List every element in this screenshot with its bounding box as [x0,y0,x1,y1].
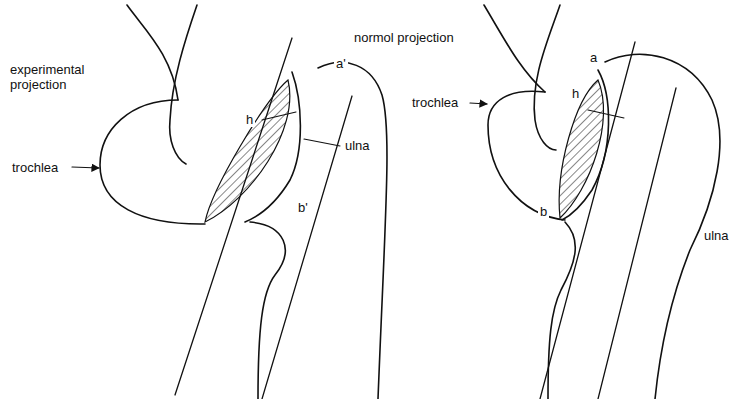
height-label: h [570,86,581,101]
ulna-outline [548,222,575,399]
part-label: ulna [343,138,372,153]
point-label: b' [296,200,310,215]
projection-line [175,38,292,395]
height-label: h [244,112,255,127]
point-label: b [538,204,549,219]
humerus-outline [484,5,545,92]
height-line [588,110,624,118]
ulna-notch [562,70,609,220]
humerus-outline [127,5,178,100]
trochlea-outline [100,100,205,224]
ulna-outline [605,54,720,399]
ulna-outline [250,222,285,399]
ulna-outline [318,62,387,399]
humerus-outline [170,5,197,164]
point-label: a' [334,56,348,71]
projection-line [540,42,635,399]
hatched-overlap [205,80,290,222]
part-label: ulna [702,228,731,243]
projection-line [598,88,676,399]
height-line [262,112,296,120]
trochlea-outline [488,91,565,220]
title-label: normol projection [352,30,456,45]
leader-arrow [72,167,99,168]
part-label: trochlea [410,95,460,110]
ulna-notch [245,72,300,222]
leader-line [304,139,340,146]
title-label: experimental projection [8,62,104,92]
leader-arrow [470,103,487,104]
hatched-overlap [559,80,603,218]
humerus-outline [534,5,560,150]
part-label: trochlea [10,160,60,175]
point-label: a [588,50,599,65]
projection-line [262,96,352,399]
